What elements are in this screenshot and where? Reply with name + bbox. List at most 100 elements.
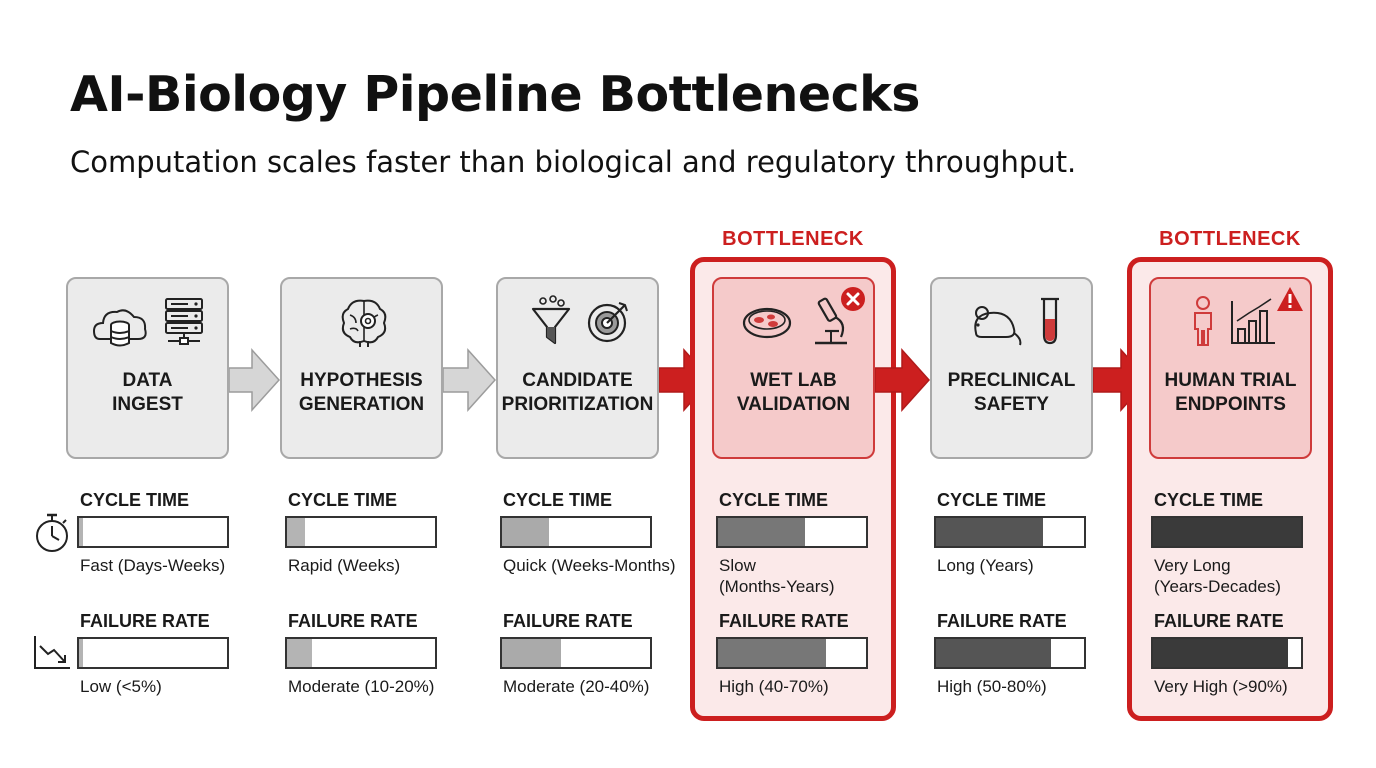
bottleneck-label: BOTTLENECK bbox=[1159, 228, 1301, 250]
stopwatch-icon bbox=[36, 513, 68, 552]
stage-label-line1: HYPOTHESIS bbox=[300, 370, 423, 391]
stage-label-line2: PRIORITIZATION bbox=[501, 394, 654, 415]
failure-rate-label: FAILURE RATE bbox=[288, 611, 418, 631]
failure-rate-bar-fill bbox=[502, 639, 561, 667]
stage-label-line1: DATA bbox=[122, 370, 173, 391]
failure-rate-label: FAILURE RATE bbox=[937, 611, 1067, 631]
cycle-time-value-line1: Fast (Days-Weeks) bbox=[80, 556, 226, 575]
cycle-time-bar bbox=[1151, 516, 1303, 548]
bar-chart-icon bbox=[1230, 298, 1275, 344]
cycle-time-label: CYCLE TIME bbox=[719, 490, 829, 510]
funnel-icon bbox=[531, 295, 570, 345]
failure-rate-bar bbox=[77, 637, 229, 669]
cycle-time-label: CYCLE TIME bbox=[1154, 490, 1264, 510]
cycle-time-value: Fast (Days-Weeks) bbox=[80, 555, 225, 576]
stage-label: HUMAN TRIAL ENDPOINTS bbox=[1151, 369, 1310, 417]
brain-gear-icon bbox=[341, 299, 386, 347]
flow-arrow bbox=[443, 348, 496, 412]
stage-icons bbox=[498, 295, 657, 359]
cycle-time-bar-fill bbox=[79, 518, 83, 546]
failure-rate-value: Low (<5%) bbox=[80, 676, 162, 697]
cycle-time-bar bbox=[934, 516, 1086, 548]
failure-rate-value: Moderate (20-40%) bbox=[503, 676, 649, 697]
flow-arrow bbox=[229, 348, 280, 412]
stage-label-line2: ENDPOINTS bbox=[1175, 394, 1286, 415]
person-icon bbox=[1193, 296, 1212, 346]
failure-rate-bar bbox=[716, 637, 868, 669]
cycle-time-value-line2: (Months-Years) bbox=[719, 577, 835, 596]
cycle-time-value-line1: Long (Years) bbox=[937, 556, 1034, 575]
mouse-icon bbox=[973, 306, 1021, 346]
cycle-time-label: CYCLE TIME bbox=[288, 490, 398, 510]
flow-arrow-red bbox=[875, 348, 930, 412]
cycle-time-value-line1: Quick (Weeks-Months) bbox=[503, 556, 676, 575]
cycle-time-bar-fill bbox=[502, 518, 549, 546]
failure-rate-bar bbox=[285, 637, 437, 669]
failure-rate-label: FAILURE RATE bbox=[719, 611, 849, 631]
failure-rate-value: Moderate (10-20%) bbox=[288, 676, 434, 697]
failure-rate-label: FAILURE RATE bbox=[503, 611, 633, 631]
declining-chart-icon bbox=[34, 636, 70, 669]
stage-label-line2: VALIDATION bbox=[736, 394, 851, 415]
server-network-icon bbox=[164, 298, 203, 345]
cycle-time-value: Very Long (Years-Decades) bbox=[1154, 555, 1281, 597]
cycle-time-value: Slow(Months-Years) bbox=[719, 555, 835, 597]
stage-label: WET LAB VALIDATION bbox=[714, 369, 873, 417]
cycle-time-bar-fill bbox=[1153, 518, 1301, 546]
target-icon bbox=[587, 302, 628, 343]
cycle-time-bar bbox=[500, 516, 652, 548]
failure-rate-label: FAILURE RATE bbox=[80, 611, 210, 631]
stage-card: WET LAB VALIDATION bbox=[712, 277, 875, 459]
cycle-time-bar-fill bbox=[718, 518, 805, 546]
test-tube-icon bbox=[1040, 297, 1059, 345]
failure-rate-bar-fill bbox=[1153, 639, 1288, 667]
bottleneck-label: BOTTLENECK bbox=[722, 228, 864, 250]
failure-rate-value: Very High (>90%) bbox=[1154, 676, 1288, 697]
failure-rate-bar bbox=[500, 637, 652, 669]
stage-label: HYPOTHESIS GENERATION bbox=[282, 369, 441, 417]
stage-card: HUMAN TRIAL ENDPOINTS bbox=[1149, 277, 1312, 459]
failure-rate-value-line1: High (40-70%) bbox=[719, 677, 829, 696]
cycle-time-value-line2: (Years-Decades) bbox=[1154, 577, 1281, 596]
cycle-time-value-line1: Rapid (Weeks) bbox=[288, 556, 401, 575]
page-subtitle: Computation scales faster than biologica… bbox=[70, 145, 1077, 179]
failure-rate-bar bbox=[934, 637, 1086, 669]
failure-rate-bar-fill bbox=[718, 639, 826, 667]
cycle-time-value: Quick (Weeks-Months) bbox=[503, 555, 676, 576]
failure-rate-value-line1: Low (<5%) bbox=[80, 677, 162, 696]
cycle-time-value: Long (Years) bbox=[937, 555, 1034, 576]
cycle-time-label: CYCLE TIME bbox=[80, 490, 190, 510]
failure-rate-value-line1: High (50-80%) bbox=[937, 677, 1047, 696]
stage-icons bbox=[1151, 295, 1310, 359]
cycle-time-label: CYCLE TIME bbox=[503, 490, 613, 510]
stage-icons bbox=[282, 295, 441, 359]
stage-icons bbox=[68, 295, 227, 359]
failure-rate-label: FAILURE RATE bbox=[1154, 611, 1284, 631]
error-x-icon bbox=[841, 287, 865, 311]
cycle-time-value-line1: Very Long bbox=[1154, 556, 1231, 575]
cycle-time-bar bbox=[285, 516, 437, 548]
stage-icons bbox=[932, 295, 1091, 359]
cycle-time-bar-fill bbox=[936, 518, 1043, 546]
cycle-time-bar bbox=[77, 516, 229, 548]
stage-label-line1: HUMAN TRIAL bbox=[1164, 370, 1297, 391]
petri-dish-icon bbox=[742, 307, 791, 339]
microscope-icon bbox=[814, 297, 847, 345]
cycle-time-bar-fill bbox=[287, 518, 305, 546]
stage-label-line2: GENERATION bbox=[298, 394, 425, 415]
stage-label-line1: WET LAB bbox=[750, 370, 837, 391]
cycle-time-label: CYCLE TIME bbox=[937, 490, 1047, 510]
failure-rate-bar-fill bbox=[79, 639, 83, 667]
failure-rate-value-line1: Very High (>90%) bbox=[1154, 677, 1288, 696]
failure-rate-bar bbox=[1151, 637, 1303, 669]
failure-rate-value-line1: Moderate (10-20%) bbox=[288, 677, 435, 696]
cloud-database-icon bbox=[92, 309, 147, 347]
cycle-time-bar bbox=[716, 516, 868, 548]
failure-rate-value-line1: Moderate (20-40%) bbox=[503, 677, 650, 696]
